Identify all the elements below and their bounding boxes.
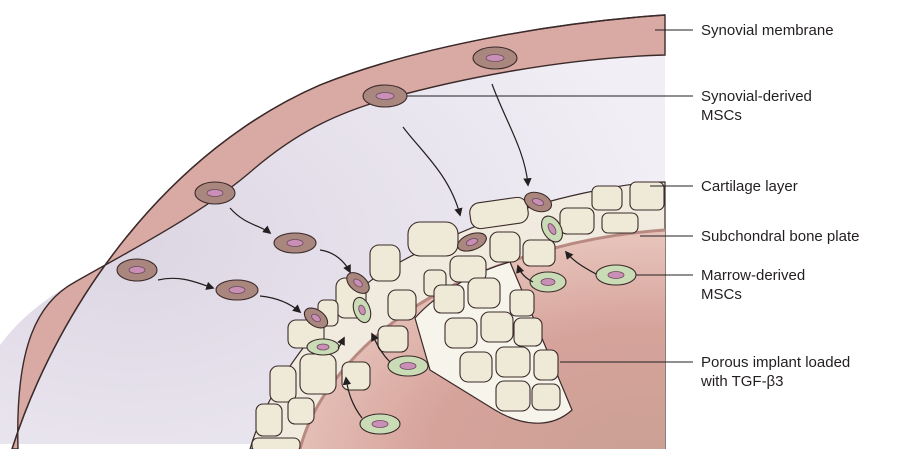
- label-subchondral-bone-plate-text: Subchondral bone plate: [701, 227, 859, 246]
- cartilage-cell: [370, 245, 400, 281]
- cartilage-cell: [490, 232, 520, 262]
- synovial-msc: [216, 280, 258, 300]
- cartilage-cell: [288, 398, 314, 424]
- cartilage-cell: [252, 438, 300, 449]
- label-cartilage-layer-text: Cartilage layer: [701, 177, 798, 196]
- implant-cell: [496, 347, 530, 377]
- cartilage-cell: [523, 240, 555, 266]
- marrow-msc: [307, 339, 339, 355]
- label-marrow-mscs-line1: Marrow-derived: [701, 266, 805, 285]
- label-porous-implant: Porous implant loaded with TGF-β3: [701, 353, 850, 391]
- synovial-msc: [117, 259, 157, 281]
- cartilage-cell: [270, 366, 296, 402]
- synovial-msc: [274, 233, 316, 253]
- label-marrow-mscs-line2: MSCs: [701, 285, 805, 304]
- label-marrow-mscs: Marrow-derived MSCs: [701, 266, 805, 304]
- marrow-msc: [596, 265, 636, 285]
- cartilage-cell: [388, 290, 416, 320]
- label-synovial-mscs: Synovial-derived MSCs: [701, 87, 812, 125]
- cartilage-cell: [300, 354, 336, 394]
- label-porous-implant-line1: Porous implant loaded: [701, 353, 850, 372]
- implant-cell: [510, 290, 534, 316]
- marrow-msc: [388, 356, 428, 376]
- implant-cell: [496, 381, 530, 411]
- synovial-msc: [363, 85, 407, 107]
- cartilage-cell: [602, 213, 638, 233]
- cartilage-cell: [378, 326, 408, 352]
- label-synovial-membrane-text: Synovial membrane: [701, 21, 834, 40]
- cartilage-cell: [256, 404, 282, 436]
- implant-cell: [460, 352, 492, 382]
- synovial-msc: [473, 47, 517, 69]
- implant-cell: [534, 350, 558, 380]
- implant-cell: [481, 312, 513, 342]
- implant-cell: [468, 278, 500, 308]
- label-subchondral-bone-plate: Subchondral bone plate: [701, 227, 859, 246]
- cartilage-cell: [592, 186, 622, 210]
- label-cartilage-layer: Cartilage layer: [701, 177, 798, 196]
- implant-cell: [445, 318, 477, 348]
- marrow-msc: [530, 272, 566, 292]
- implant-cell: [514, 318, 542, 346]
- label-porous-implant-line2: with TGF-β3: [701, 372, 850, 391]
- implant-cell: [532, 384, 560, 410]
- cartilage-cell: [342, 362, 370, 390]
- label-synovial-mscs-line1: Synovial-derived: [701, 87, 812, 106]
- marrow-msc: [360, 414, 400, 434]
- label-synovial-mscs-line2: MSCs: [701, 106, 812, 125]
- cartilage-cell: [408, 222, 458, 256]
- synovial-msc: [195, 182, 235, 204]
- implant-cell: [434, 285, 464, 313]
- label-synovial-membrane: Synovial membrane: [701, 21, 834, 40]
- cartilage-cell: [560, 208, 594, 234]
